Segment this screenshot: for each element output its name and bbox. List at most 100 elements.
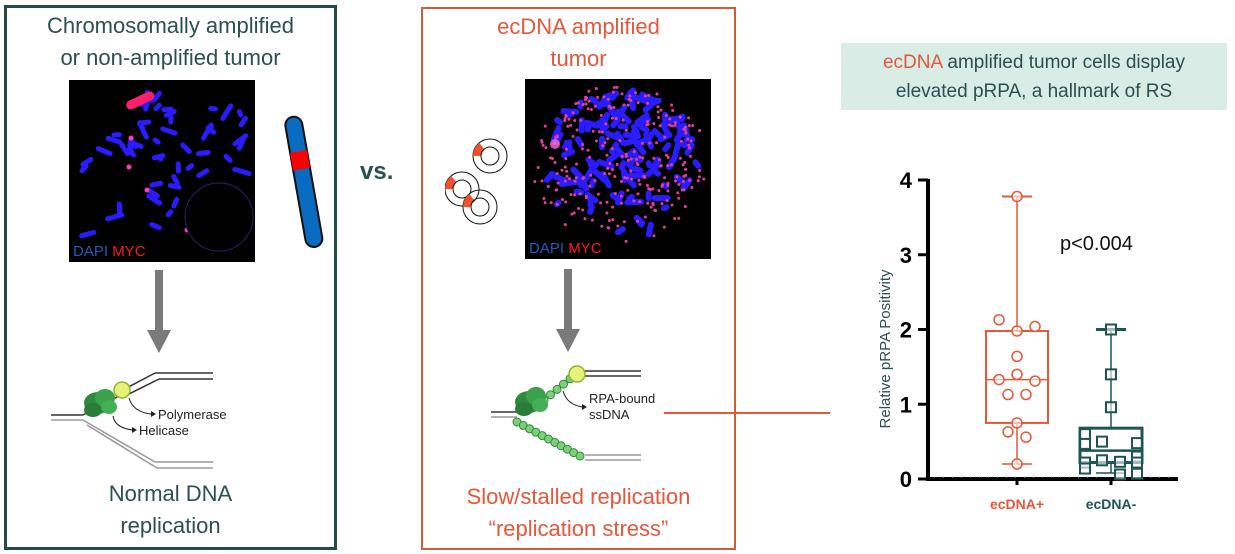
ecdna-signal xyxy=(688,178,692,182)
callout-highlight: ecDNA xyxy=(882,52,943,73)
chromosome xyxy=(628,164,644,174)
ecdna-signal xyxy=(573,118,577,122)
x-tick-label: ecDNA- xyxy=(1086,496,1137,512)
ecdna-signal xyxy=(657,115,661,119)
ecdna-signal xyxy=(638,200,642,204)
ecdna-signal xyxy=(629,177,633,181)
rpa-bead xyxy=(559,379,568,389)
polymerase-label: Polymerase xyxy=(158,407,227,422)
data-point xyxy=(1011,458,1023,470)
ecdna-signal xyxy=(651,203,655,207)
ecdna-signal xyxy=(563,116,567,120)
ssdna-label: ssDNA xyxy=(589,407,630,422)
right-micro-label: DAPI MYC xyxy=(529,240,602,257)
ecdna-signal xyxy=(541,143,545,147)
ecdna-signal xyxy=(565,174,569,178)
chromosome xyxy=(638,124,650,133)
myc-label: MYC xyxy=(568,240,602,257)
ecdna-signal xyxy=(661,183,665,187)
ecdna-signal xyxy=(638,155,642,159)
chromosome xyxy=(146,193,163,206)
data-point xyxy=(1011,190,1023,203)
box-ecDNA- xyxy=(1078,323,1144,481)
ecdna-signal xyxy=(555,188,559,192)
chromosome xyxy=(208,105,218,112)
chromosome xyxy=(584,191,599,204)
ecdna-signal xyxy=(565,169,569,173)
ecdna-signal xyxy=(606,166,610,170)
myc-signal xyxy=(128,135,134,141)
ecdna-signal xyxy=(611,168,615,172)
ecdna-signal xyxy=(641,156,645,160)
chromosome xyxy=(632,94,650,105)
chromosome xyxy=(587,161,597,169)
ecdna-signal xyxy=(663,135,667,139)
data-point xyxy=(1105,368,1117,381)
inner-ring xyxy=(452,179,472,199)
stalled-replication-fork-diagram: RPA-bound ssDNA xyxy=(491,365,655,461)
ecdna-signal xyxy=(677,216,681,220)
ecdna-signal xyxy=(648,141,652,145)
chromosome xyxy=(165,209,174,218)
chromosome xyxy=(185,163,195,171)
data-point xyxy=(1131,456,1143,469)
ecdna-signal xyxy=(610,116,614,120)
ecdna-signal xyxy=(628,94,632,98)
ecdna-signal xyxy=(606,97,610,101)
ecdna-signal xyxy=(621,118,625,122)
ecdna-signal xyxy=(643,215,647,219)
chromosome xyxy=(105,135,123,145)
chromosome xyxy=(236,109,244,118)
helicase-icon xyxy=(515,387,548,416)
chromosome xyxy=(111,132,122,138)
ecdna-signal xyxy=(629,169,633,173)
chromosome xyxy=(127,139,144,149)
myc-segment xyxy=(445,175,457,189)
ecdna-signal xyxy=(588,184,592,188)
ecdna-signal xyxy=(543,201,547,205)
ecdna-signal xyxy=(589,173,593,177)
ecdna-signal xyxy=(688,146,692,150)
ecdna-signal xyxy=(583,98,587,102)
ecdna-signal xyxy=(666,164,670,168)
ecdna-signal xyxy=(652,156,656,160)
ecdna-signal xyxy=(684,167,688,171)
data-point xyxy=(1079,437,1091,450)
ecdna-signal xyxy=(613,175,617,179)
chromosome xyxy=(167,182,182,190)
ecdna-signal xyxy=(588,155,592,159)
ecdna-signal xyxy=(611,205,615,209)
ecdna-signal xyxy=(563,179,567,183)
ecdna-signal xyxy=(622,220,626,224)
ecdna-signal xyxy=(591,129,595,133)
ecdna-signal xyxy=(646,122,650,126)
ecdna-signal xyxy=(668,117,672,121)
chromosome xyxy=(149,180,164,188)
callout-line1-text: amplified tumor cells display xyxy=(942,52,1185,73)
chromosome xyxy=(196,168,210,178)
chromosome xyxy=(163,109,177,118)
ecdna-circle-icon xyxy=(472,138,508,174)
ecdna-signal xyxy=(622,103,626,107)
ecdna-signal xyxy=(625,176,629,180)
chromosome xyxy=(653,169,662,177)
left-caption-line2: replication xyxy=(120,513,221,538)
chromosome xyxy=(175,161,181,174)
ecdna-signal xyxy=(607,172,611,176)
polymerase-icon xyxy=(568,365,586,383)
ecdna-signal xyxy=(691,124,695,128)
ecdna-signal xyxy=(577,207,581,211)
chromosome xyxy=(604,130,624,142)
right-caption-line2: “replication stress” xyxy=(488,516,669,541)
ecdna-signal xyxy=(605,211,609,215)
chromosome xyxy=(606,151,620,164)
data-point xyxy=(1096,435,1108,448)
ecdna-signal xyxy=(678,156,682,160)
ecdna-signal xyxy=(590,218,594,222)
chromosome xyxy=(220,103,234,122)
ecdna-signal xyxy=(626,188,630,192)
ecdna-signal xyxy=(696,179,700,183)
rpa-bead xyxy=(546,390,555,400)
ecdna-signal xyxy=(671,109,675,113)
ecdna-signal xyxy=(652,234,656,238)
